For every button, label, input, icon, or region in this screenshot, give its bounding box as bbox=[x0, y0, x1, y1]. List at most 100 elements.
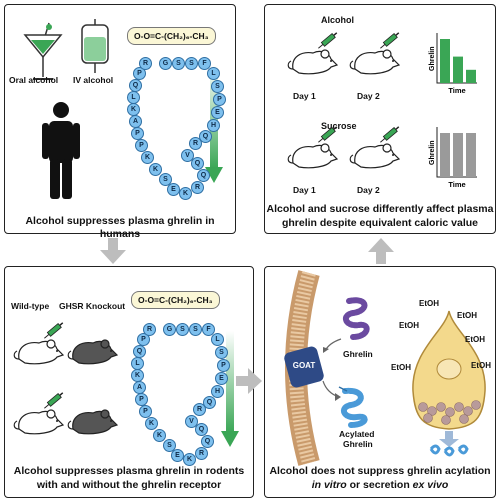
chart-xlabel: Time bbox=[448, 86, 465, 95]
mouse-icon bbox=[287, 32, 339, 75]
amino-acid-bead: A bbox=[129, 115, 142, 128]
amino-acid-bead: S bbox=[172, 57, 185, 70]
amino-acid-bead: L bbox=[211, 333, 224, 346]
etoh-label: EtOH bbox=[465, 335, 485, 344]
label-oral-alcohol: Oral alcohol bbox=[9, 75, 59, 85]
amino-acid-bead: K bbox=[127, 103, 140, 116]
amino-acid-bead: S bbox=[159, 173, 172, 186]
label-acylated-1: Acylated bbox=[339, 429, 375, 439]
caption-line-2: in vitro or secretion ex vivo bbox=[265, 479, 495, 492]
iv-bag-icon bbox=[81, 19, 109, 73]
chart-ylabel: Ghrelin bbox=[429, 140, 436, 165]
amino-acid-bead: H bbox=[211, 385, 224, 398]
chart-bar bbox=[466, 133, 476, 177]
amino-acid-bead: L bbox=[207, 67, 220, 80]
amino-acid-bead: Q bbox=[133, 345, 146, 358]
mouse-icon bbox=[13, 322, 65, 365]
etoh-label: EtOH bbox=[419, 299, 439, 308]
amino-acid-bead: Q bbox=[199, 130, 212, 143]
mouse-icon bbox=[13, 392, 65, 435]
panel-alcohol-vs-sucrose: Alcohol Sucrose Day 1 Day 2 Day 1 Day 2 … bbox=[264, 4, 496, 234]
day2-label: Day 2 bbox=[357, 91, 380, 101]
flow-arrow-down bbox=[100, 238, 126, 264]
amino-acid-bead: R bbox=[193, 403, 206, 416]
panel-humans: Oral alcohol IV alcohol O-O=C-(CH₂)₆-CH₃… bbox=[4, 4, 236, 240]
martini-glass-icon bbox=[23, 22, 63, 80]
day2-label: Day 2 bbox=[357, 185, 380, 195]
day1-label: Day 1 bbox=[293, 91, 316, 101]
amino-acid-bead: Q bbox=[203, 396, 216, 409]
amino-acid-bead: L bbox=[127, 91, 140, 104]
amino-acid-bead: E bbox=[171, 449, 184, 462]
amino-acid-bead: R bbox=[143, 323, 156, 336]
chart-ylabel: Ghrelin bbox=[429, 46, 436, 71]
decrease-arrow bbox=[221, 331, 239, 447]
panel-rodents: Wild-type GHSR Knockout O-O=C-(CH₂)₆-CH₃… bbox=[4, 266, 254, 498]
amino-acid-bead: P bbox=[213, 93, 226, 106]
acylated-ghrelin-icon bbox=[338, 386, 368, 428]
amino-acid-bead: K bbox=[149, 163, 162, 176]
caption-middle: or secretion bbox=[346, 479, 413, 491]
mouse-icon bbox=[287, 126, 339, 169]
label-ghrelin: Ghrelin bbox=[343, 349, 373, 359]
goat-label: GOAT bbox=[292, 361, 316, 370]
chart-bar bbox=[453, 133, 463, 177]
amino-acid-bead: K bbox=[131, 369, 144, 382]
amino-acid-bead: Q bbox=[197, 169, 210, 182]
etoh-label: EtOH bbox=[399, 321, 419, 330]
amino-acid-bead: P bbox=[135, 139, 148, 152]
amino-acid-bead: P bbox=[133, 67, 146, 80]
label-acylated-2: Ghrelin bbox=[343, 439, 373, 449]
amino-acid-bead: S bbox=[163, 439, 176, 452]
amino-acid-bead: E bbox=[211, 106, 224, 119]
label-wild-type: Wild-type bbox=[11, 301, 50, 311]
amino-acid-bead: V bbox=[185, 415, 198, 428]
etoh-label: EtOH bbox=[391, 363, 411, 372]
mouse-icon bbox=[67, 409, 119, 435]
amino-acid-bead: R bbox=[191, 181, 204, 194]
chart-axes bbox=[436, 127, 477, 178]
chart-bar bbox=[440, 39, 450, 83]
amino-acid-bead: E bbox=[167, 183, 180, 196]
amino-acid-bead: E bbox=[215, 372, 228, 385]
amino-acid-bead: G bbox=[163, 323, 176, 336]
amino-acid-bead: H bbox=[207, 119, 220, 132]
amino-acid-bead: K bbox=[179, 187, 192, 200]
caption-line-2: ghrelin despite equivalent caloric value bbox=[281, 217, 479, 229]
amino-acid-bead: L bbox=[131, 357, 144, 370]
human-silhouette-icon bbox=[42, 102, 80, 199]
chart-bar bbox=[453, 56, 463, 83]
panel-acylation: GOAT Ghrelin Acylated Ghrelin EtOH EtOH … bbox=[264, 266, 496, 498]
amino-acid-bead: K bbox=[141, 151, 154, 164]
mouse-icon bbox=[67, 339, 119, 365]
amino-acid-bead: Q bbox=[195, 423, 208, 436]
amino-acid-bead: S bbox=[189, 323, 202, 336]
caption-ex-vivo: ex vivo bbox=[412, 479, 449, 491]
caption-line-1: Alcohol does not suppress ghrelin acylat… bbox=[269, 465, 491, 477]
amino-acid-bead: P bbox=[217, 359, 230, 372]
ghrelin-peptide-icon bbox=[342, 297, 370, 340]
amino-acid-bead: R bbox=[195, 447, 208, 460]
amino-acid-bead: Q bbox=[201, 435, 214, 448]
amino-acid-bead: R bbox=[139, 57, 152, 70]
amino-acid-bead: S bbox=[215, 346, 228, 359]
etoh-label: EtOH bbox=[457, 311, 477, 320]
title-sucrose: Sucrose bbox=[321, 121, 357, 131]
amino-acid-bead: P bbox=[135, 393, 148, 406]
amino-acid-bead: Q bbox=[129, 79, 142, 92]
octanoyl-formula-bubble: O-O=C-(CH₂)₆-CH₃ bbox=[127, 27, 216, 45]
caption-line-1: Alcohol suppresses plasma ghrelin in rod… bbox=[13, 465, 245, 477]
amino-acid-bead: A bbox=[133, 381, 146, 394]
caption-humans: Alcohol suppresses plasma ghrelin in hum… bbox=[25, 215, 215, 240]
amino-acid-bead: P bbox=[131, 127, 144, 140]
caption-line-1: Alcohol and sucrose differently affect p… bbox=[266, 203, 494, 215]
flow-arrow-up bbox=[368, 238, 394, 264]
amino-acid-bead: P bbox=[139, 405, 152, 418]
title-alcohol: Alcohol bbox=[321, 15, 354, 25]
amino-acid-bead: F bbox=[198, 57, 211, 70]
label-iv-alcohol: IV alcohol bbox=[73, 75, 114, 85]
amino-acid-bead: Q bbox=[191, 157, 204, 170]
amino-acid-bead: F bbox=[202, 323, 215, 336]
